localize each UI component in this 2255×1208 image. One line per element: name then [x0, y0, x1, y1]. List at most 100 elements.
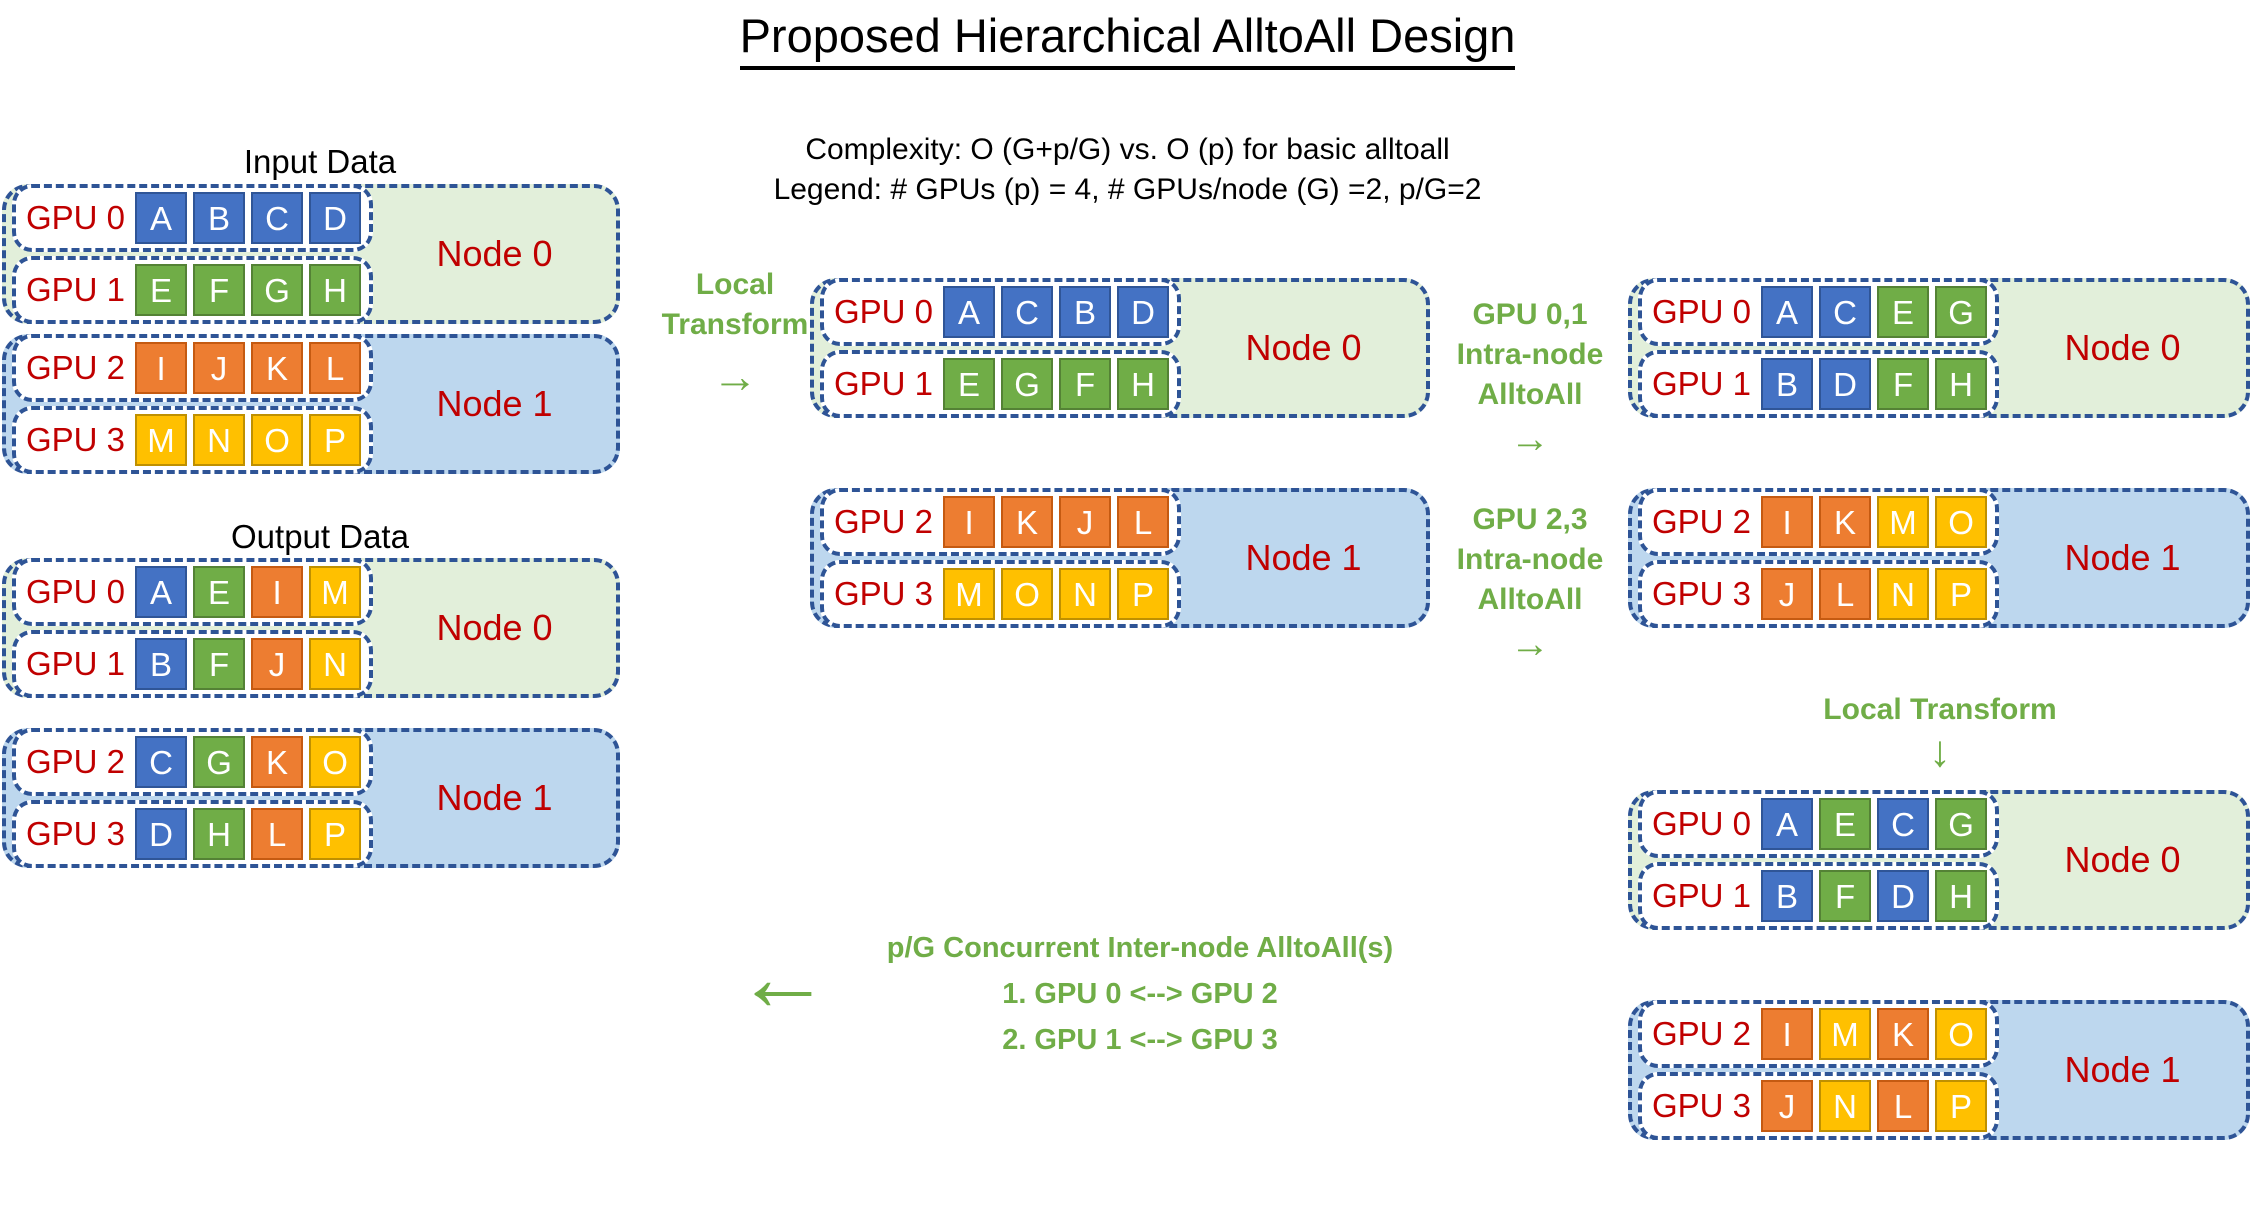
- data-cell: G: [193, 736, 246, 788]
- data-cell: K: [251, 736, 304, 788]
- data-cell: F: [1819, 870, 1872, 922]
- gpu-label: GPU 3: [26, 421, 126, 458]
- data-cell: B: [1761, 358, 1814, 410]
- intra-node-01-line3: AlltoAll: [1477, 378, 1583, 411]
- node-name: Node 0: [2064, 327, 2181, 368]
- complexity-line: Complexity: O (G+p/G) vs. O (p) for basi…: [805, 133, 1450, 166]
- data-cell: I: [943, 496, 996, 548]
- data-cell: K: [1877, 1008, 1930, 1060]
- page-title-text: Proposed Hierarchical AlltoAll Design: [739, 9, 1516, 70]
- gpu-label: GPU 2: [1652, 1015, 1752, 1052]
- data-cell: F: [193, 264, 246, 316]
- data-cell: L: [1117, 496, 1170, 548]
- inter-node-line3: 2. GPU 1 <--> GPU 3: [1002, 1024, 1278, 1056]
- data-cell: O: [1935, 496, 1988, 548]
- data-cell: M: [943, 568, 996, 620]
- intra-node-23-line3: AlltoAll: [1477, 583, 1583, 616]
- node-name: Node 1: [2064, 1049, 2181, 1090]
- data-cell: B: [1059, 286, 1112, 338]
- intra-node-01-line2: Intra-node: [1456, 338, 1604, 371]
- local-transform-left-line1: Local: [695, 268, 775, 301]
- input-data-caption: Input Data: [243, 143, 397, 180]
- data-cell: F: [1877, 358, 1930, 410]
- data-cell: D: [1117, 286, 1170, 338]
- data-cell: M: [309, 566, 362, 618]
- node-name: Node 0: [436, 233, 553, 274]
- data-cell: C: [1819, 286, 1872, 338]
- data-cell: N: [309, 638, 362, 690]
- intra-node-23-line1: GPU 2,3: [1472, 503, 1588, 536]
- node-name: Node 0: [436, 607, 553, 648]
- node-name: Node 1: [436, 383, 553, 424]
- inter-node-alltoall-label: p/G Concurrent Inter-node AlltoAll(s) 1.…: [780, 925, 1500, 1063]
- data-cell: P: [309, 414, 362, 466]
- local-transform-right-arrow-icon: ↓: [1929, 727, 1951, 776]
- data-cell: O: [1001, 568, 1054, 620]
- data-cell: I: [251, 566, 304, 618]
- inter-node-line2: 1. GPU 0 <--> GPU 2: [1002, 978, 1278, 1010]
- intra-node-alltoall-01-label: GPU 0,1 Intra-node AlltoAll →: [1430, 295, 1630, 459]
- gpu-label: GPU 1: [1652, 365, 1752, 402]
- data-cell: N: [193, 414, 246, 466]
- data-cell: K: [251, 342, 304, 394]
- data-cell: E: [135, 264, 188, 316]
- data-cell: H: [1117, 358, 1170, 410]
- node-name: Node 1: [1245, 537, 1362, 578]
- data-cell: G: [1935, 286, 1988, 338]
- gpu-label: GPU 3: [26, 815, 126, 852]
- data-cell: A: [1761, 286, 1814, 338]
- data-cell: L: [309, 342, 362, 394]
- data-cell: N: [1819, 1080, 1872, 1132]
- data-cell: B: [193, 192, 246, 244]
- data-cell: I: [1761, 496, 1814, 548]
- local-transform-left-arrow-icon: →: [712, 350, 758, 402]
- gpu-label: GPU 3: [1652, 1087, 1752, 1124]
- local-transform-right-text: Local Transform: [1823, 693, 2057, 726]
- data-cell: P: [1117, 568, 1170, 620]
- data-cell: E: [193, 566, 246, 618]
- data-cell: O: [251, 414, 304, 466]
- gpu-label: GPU 0: [834, 293, 934, 330]
- gpu-label: GPU 2: [1652, 503, 1752, 540]
- local-transform-left-line2: Transform: [661, 308, 809, 341]
- subtitle-block: Complexity: O (G+p/G) vs. O (p) for basi…: [0, 130, 2255, 210]
- data-cell: G: [1001, 358, 1054, 410]
- data-cell: C: [1001, 286, 1054, 338]
- data-cell: B: [135, 638, 188, 690]
- data-cell: K: [1819, 496, 1872, 548]
- data-cell: H: [1935, 870, 1988, 922]
- node-name: Node 1: [436, 777, 553, 818]
- data-cell: M: [1819, 1008, 1872, 1060]
- inter-node-arrow-icon: ←: [735, 924, 831, 1031]
